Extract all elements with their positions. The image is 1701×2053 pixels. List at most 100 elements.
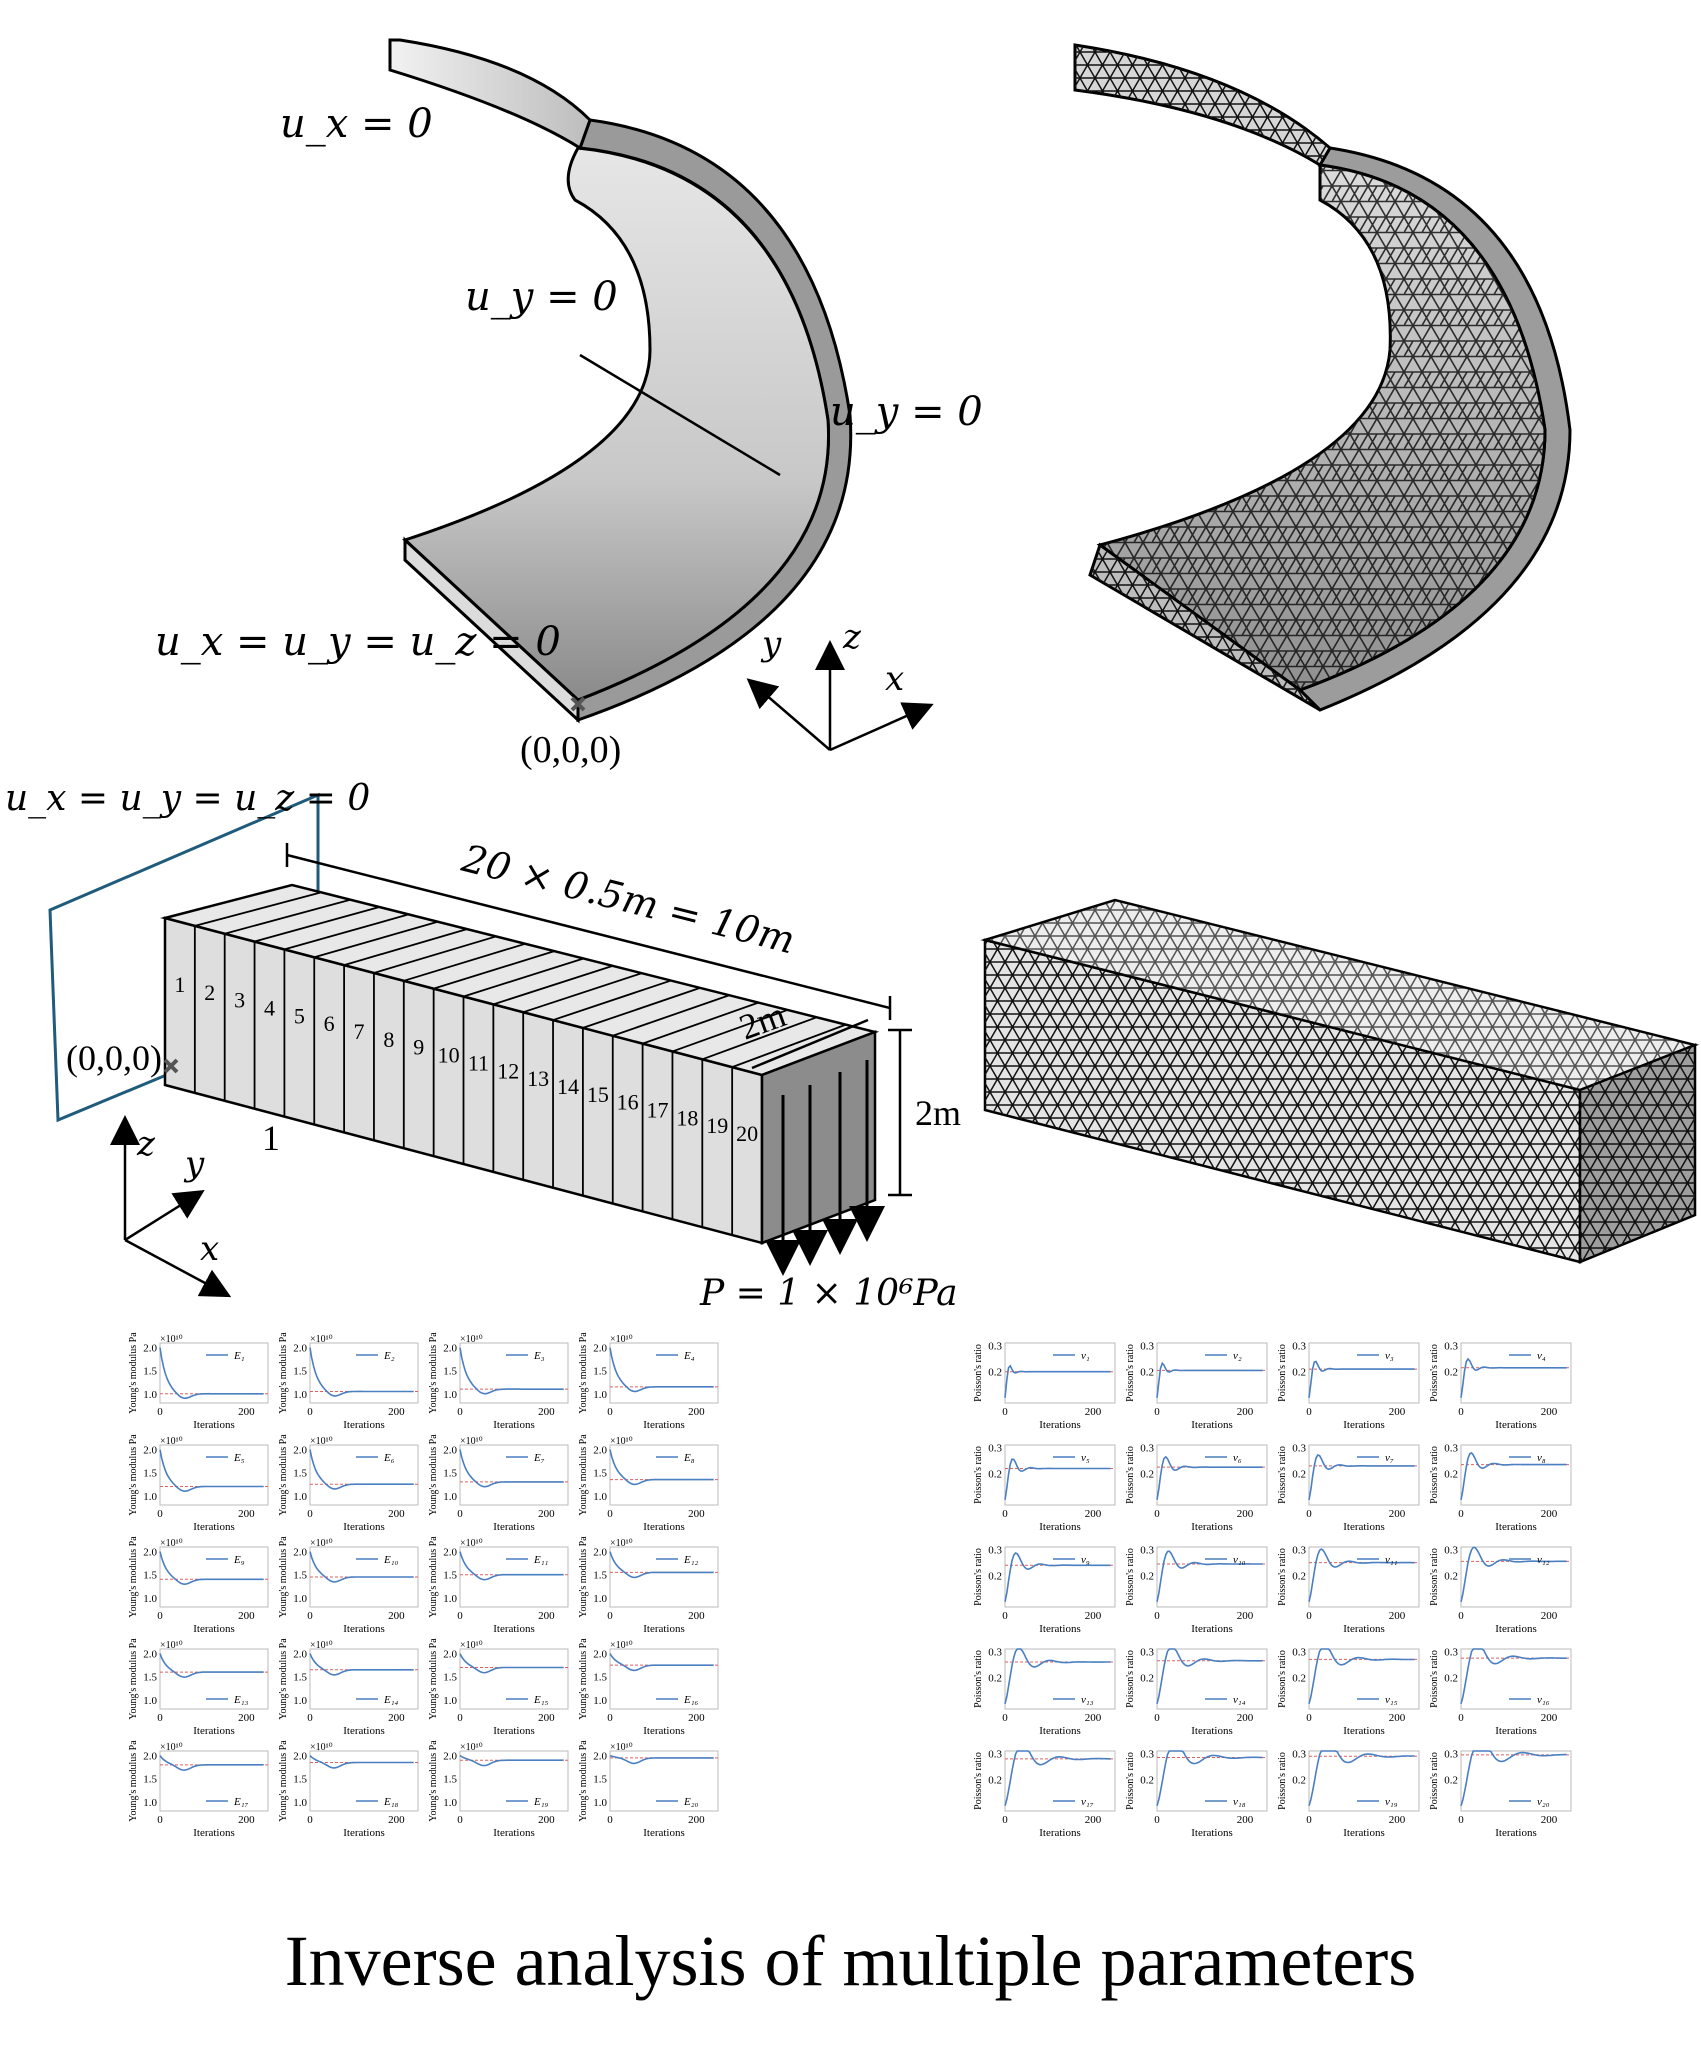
x-tick-label: 0: [1306, 1712, 1312, 1724]
x-axis-label: Iterations: [1343, 1725, 1385, 1737]
convergence-curve: [1156, 1750, 1263, 1807]
y-tick-label: 2.0: [443, 1445, 457, 1457]
x-axis-label: Iterations: [1343, 1419, 1385, 1431]
x-tick-label: 200: [238, 1814, 255, 1826]
legend-label: ν₉: [1081, 1554, 1090, 1566]
x-axis-label: Iterations: [1495, 1521, 1537, 1533]
x-axis-label: Iterations: [1191, 1725, 1233, 1737]
segment-top-divider: [522, 972, 643, 1014]
x-axis-label: Iterations: [643, 1827, 685, 1839]
x-tick-label: 200: [1085, 1610, 1102, 1622]
axis-multiplier: ×10¹⁰: [160, 1742, 183, 1753]
x-tick-label: 0: [1002, 1814, 1008, 1826]
convergence-curve: [1004, 1750, 1111, 1807]
legend-label: E₁₀: [383, 1554, 399, 1566]
segment-label: 18: [676, 1105, 698, 1130]
x-tick-label: 0: [1458, 1712, 1464, 1724]
legend-label: E₂₀: [683, 1796, 699, 1808]
y-tick-label: 0.2: [1444, 1775, 1458, 1787]
y-tick-label: 1.0: [143, 1695, 157, 1707]
subplot-frame: [1460, 1750, 1572, 1812]
x-tick-label: 200: [1541, 1712, 1558, 1724]
convergence-curve: [1004, 1364, 1111, 1398]
y-tick-label: 1.5: [293, 1570, 307, 1582]
y-tick-label: 2.0: [443, 1751, 457, 1763]
y-tick-label: 2.0: [443, 1649, 457, 1661]
y-axis-label: Poisson's ratio: [1429, 1446, 1440, 1504]
y-tick-label: 2.0: [593, 1547, 607, 1559]
axis-y-label: y: [760, 624, 782, 664]
segment-label: 16: [617, 1090, 639, 1115]
y-axis-label: Poisson's ratio: [1277, 1446, 1288, 1504]
y-tick-label: 2.0: [293, 1751, 307, 1763]
y-axis-label: Young's modulus Pa: [278, 1740, 289, 1822]
y-tick-label: 0.3: [1292, 1443, 1306, 1455]
x-tick-label: 200: [1389, 1508, 1406, 1520]
shell-split-line: [579, 353, 781, 477]
beam-end-face: [760, 1030, 877, 1245]
subplot-frame: [459, 1342, 569, 1404]
y-tick-label: 1.5: [143, 1570, 157, 1582]
y-tick-label: 2.0: [593, 1445, 607, 1457]
subplot-frame: [309, 1750, 419, 1812]
y-tick-label: 0.3: [988, 1647, 1002, 1659]
segment-top-divider: [343, 928, 468, 966]
y-tick-label: 1.5: [293, 1774, 307, 1786]
segment-label: 9: [413, 1035, 424, 1060]
convergence-curve: [1460, 1750, 1567, 1807]
x-tick-label: 0: [457, 1406, 463, 1418]
y-tick-label: 2.0: [293, 1547, 307, 1559]
x-axis-label: Iterations: [493, 1725, 535, 1737]
curved-shell-mesh: [1073, 43, 1572, 712]
x-tick-label: 0: [1154, 1610, 1160, 1622]
legend-label: E₁: [233, 1350, 245, 1362]
y-tick-label: 1.5: [293, 1468, 307, 1480]
subplot-frame: [459, 1444, 569, 1506]
y-tick-label: 2.0: [293, 1343, 307, 1355]
y-axis-label: Young's modulus Pa: [428, 1638, 439, 1720]
legend-label: ν₁₃: [1081, 1694, 1094, 1706]
subplot-frame: [1156, 1444, 1268, 1506]
legend-label: E₉: [233, 1554, 245, 1566]
y-tick-label: 1.0: [293, 1593, 307, 1605]
axis-multiplier: ×10¹⁰: [160, 1334, 183, 1345]
x-axis-label: Iterations: [1495, 1827, 1537, 1839]
segment-label: 4: [264, 995, 275, 1020]
axis-multiplier: ×10¹⁰: [610, 1538, 633, 1549]
x-tick-label: 200: [238, 1610, 255, 1622]
y-axis-label: Young's modulus Pa: [128, 1536, 139, 1618]
subplot-frame: [1004, 1444, 1116, 1506]
x-tick-label: 0: [1306, 1508, 1312, 1520]
beam-mesh: [980, 898, 1700, 1264]
x-axis-label: Iterations: [1039, 1827, 1081, 1839]
x-tick-label: 0: [307, 1406, 313, 1418]
x-tick-label: 0: [157, 1508, 163, 1520]
y-axis-label: Poisson's ratio: [973, 1752, 984, 1810]
legend-label: ν₁₅: [1385, 1694, 1398, 1706]
y-axis-label: Poisson's ratio: [1277, 1548, 1288, 1606]
convergence-curve: [1156, 1455, 1263, 1500]
y-tick-label: 1.0: [443, 1389, 457, 1401]
convergence-curve: [609, 1653, 714, 1672]
x-tick-label: 0: [457, 1610, 463, 1622]
convergence-curve: [309, 1347, 414, 1397]
x-tick-label: 200: [688, 1814, 705, 1826]
x-tick-label: 200: [538, 1814, 555, 1826]
y-tick-label: 1.5: [593, 1570, 607, 1582]
subplot-frame: [159, 1546, 269, 1608]
y-axis-label: Young's modulus Pa: [578, 1638, 589, 1720]
bc-top-label: u_x = 0: [280, 101, 433, 147]
mesh-inner-overlay: [1100, 165, 1545, 690]
y-axis-label: Young's modulus Pa: [278, 1638, 289, 1720]
convergence-curve: [159, 1653, 264, 1679]
legend-label: E₁₉: [533, 1796, 549, 1808]
y-tick-label: 1.5: [593, 1468, 607, 1480]
subplot-frame: [309, 1648, 419, 1710]
segment-top-divider: [433, 950, 555, 990]
beam-axis-z: z: [136, 1124, 156, 1164]
bc-fixed-label: u_x = u_y = u_z = 0: [155, 619, 561, 665]
